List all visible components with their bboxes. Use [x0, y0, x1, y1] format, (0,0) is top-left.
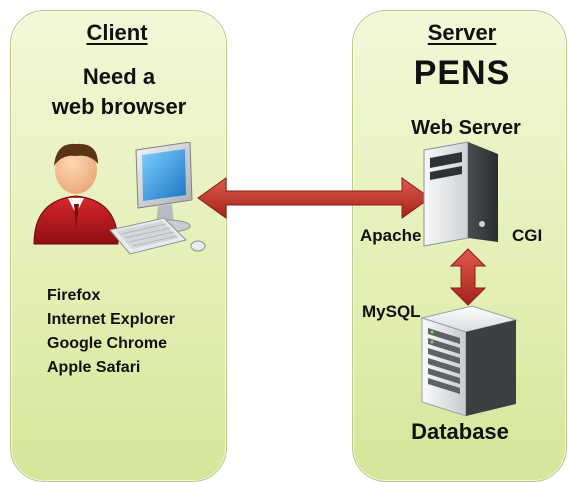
browser-item-google-chrome: Google Chrome	[47, 335, 168, 352]
server-name: PENS	[413, 54, 511, 92]
user-person-icon	[33, 143, 119, 245]
database-label: Database	[411, 419, 509, 444]
browser-item-internet-explorer: Internet Explorer	[47, 311, 176, 328]
mysql-label: MySQL	[362, 302, 421, 321]
client-need-line1: Need a	[82, 64, 156, 89]
browser-item-apple-safari: Apple Safari	[47, 359, 141, 376]
client-need-line2: web browser	[51, 94, 187, 119]
browser-item-firefox: Firefox	[47, 287, 101, 304]
computer-icon	[109, 142, 206, 255]
browser-list: Firefox Internet Explorer Google Chrome …	[47, 284, 175, 380]
web-server-label: Web Server	[411, 117, 521, 139]
server-heading: Server	[427, 20, 497, 45]
web-server-icon	[423, 141, 498, 247]
apache-label: Apache	[360, 226, 422, 245]
database-server-icon	[420, 305, 518, 417]
server-database-arrow	[450, 248, 486, 306]
cgi-label: CGI	[512, 226, 543, 245]
client-heading: Client	[86, 20, 148, 45]
client-server-arrow	[197, 177, 431, 219]
